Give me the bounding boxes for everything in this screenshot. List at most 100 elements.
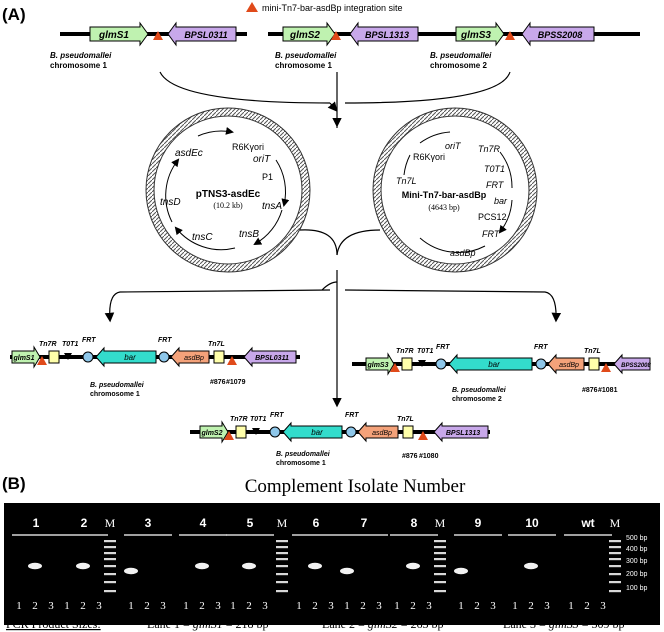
tn7r-box [401,357,413,371]
asd-gene-arrow [547,353,585,375]
product3-glms: glmS2 [200,430,222,437]
ladder-band [434,565,446,568]
site-triangle-icon [37,356,47,365]
lane-number: 3 [48,600,54,612]
tn7r-box [235,425,247,439]
ladder-band [276,546,288,549]
primer-876: #876 [582,387,598,394]
terminator-triangle [252,428,260,435]
lane-number: 3 [215,600,221,612]
feature-r-tn7r: Tn7R [478,144,501,154]
product3-flank: BPSL1313 [446,430,480,437]
lane-number: 2 [410,600,416,612]
lane-number: 1 [458,600,464,612]
lane-number: 2 [199,600,205,612]
ladder-band [609,552,621,555]
ladder-band [434,581,446,584]
frt-circle [269,426,281,438]
frt-circle [345,426,357,438]
product3-caption: B. pseudomallei chromosome 1 [276,451,332,467]
chromosome-site-glmS3: glmS3 BPSS2008 B. pseudomallei chromosom… [430,21,640,70]
isolate-label-10: 10 [525,516,539,530]
plasmid-mini-Tn7: oriT R6Kγori Tn7R T0T1 FRT bar PCS12 FRT… [372,107,538,273]
isolate-label-7: 7 [361,516,368,530]
frt-label: FRT [82,337,96,344]
pcr-band [28,562,42,570]
feature-tnsA: tnsA [262,201,282,212]
pcr-band [340,567,354,575]
ladder-band [609,546,621,549]
ladder-band [276,581,288,584]
gel-image [4,503,660,625]
pcr-band [195,562,209,570]
lane-number: 2 [584,600,590,612]
footer-lane2: Lane 2 = glmS2 = 263 bp [322,617,444,631]
marker-label: M [105,516,116,530]
asd-gene-arrow [170,346,210,368]
footer-lane1: Lane 1 = glmS1 = 218 bp [147,617,269,631]
feature-tnsC: tnsC [192,232,213,243]
tn7r-box [48,350,60,364]
lane-number: 2 [246,600,252,612]
lane-number: 2 [144,600,150,612]
product2-caption: B. pseudomallei chromosome 2 [452,387,508,403]
lane-number: 3 [544,600,550,612]
plasmid-right-name: Mini-Tn7-bar-asdBp [402,190,487,200]
frt-circle [82,351,94,363]
isolate-label-1: 1 [33,516,40,530]
asd-label: asdBp [559,362,579,369]
primer-1081: #1081 [598,387,618,394]
lane-number: 2 [32,600,38,612]
lane-number: 3 [376,600,382,612]
BPSL0311-gene-arrow [167,21,237,47]
lane-number: 3 [96,600,102,612]
lane-number: 1 [230,600,236,612]
frt-label: FRT [270,412,284,419]
feature-r6k: R6Kγori [232,142,264,152]
ladder-band [434,558,446,561]
frt-label: FRT [534,344,548,351]
frt-label: FRT [158,337,172,344]
BPSL0311-label: BPSL0311 [184,30,227,40]
isolate-label-wt: wt [580,516,594,530]
lane-number: 1 [568,600,574,612]
plasmid-left-name: pTNS3-asdEc [196,189,261,200]
lane-number: 2 [360,600,366,612]
plasmid-right-size: (4643 bp) [428,203,460,212]
lane-number: 3 [426,600,432,612]
primer-876: #876 [210,379,226,386]
bar-gene-arrow [282,421,343,443]
ladder-band [104,558,116,561]
pcr-band [524,562,538,570]
glmS3-arrow [365,352,395,376]
site-triangle-icon [224,431,234,440]
glmS2-label: glmS2 [289,30,320,41]
converging-arrows [159,71,511,128]
lane-number: 2 [312,600,318,612]
BPSS2008-label: BPSS2008 [538,30,583,40]
BPSS2008-gene-arrow [521,21,595,47]
feature-oriT: oriT [253,154,271,165]
gel-title: Complement Isolate Number [245,476,466,497]
site-triangle-icon [601,363,611,372]
ladder-band [104,552,116,555]
ladder-band [434,546,446,549]
pcr-band [76,562,90,570]
lane-number: 1 [344,600,350,612]
lane-number: 1 [183,600,189,612]
feature-r-frt2: FRT [482,229,501,239]
t0t1-label: T0T1 [250,416,266,423]
chromosome-site-glmS1: glmS1 BPSL0311 B. pseudomallei chromosom… [50,21,247,70]
ladder-band [276,552,288,555]
bar-label: bar [311,428,323,437]
isolate-label-5: 5 [247,516,254,530]
bar-label: bar [488,360,500,369]
tn7l-label: Tn7L [584,348,601,355]
BPSS2008-arrow [613,353,651,375]
feature-P1: P1 [262,172,273,182]
glmS3-label: glmS3 [460,30,491,41]
tn7l-box [213,350,225,364]
plasmid-left-size: (10.2 kb) [213,201,243,210]
product1-glms: glmS1 [12,355,34,362]
